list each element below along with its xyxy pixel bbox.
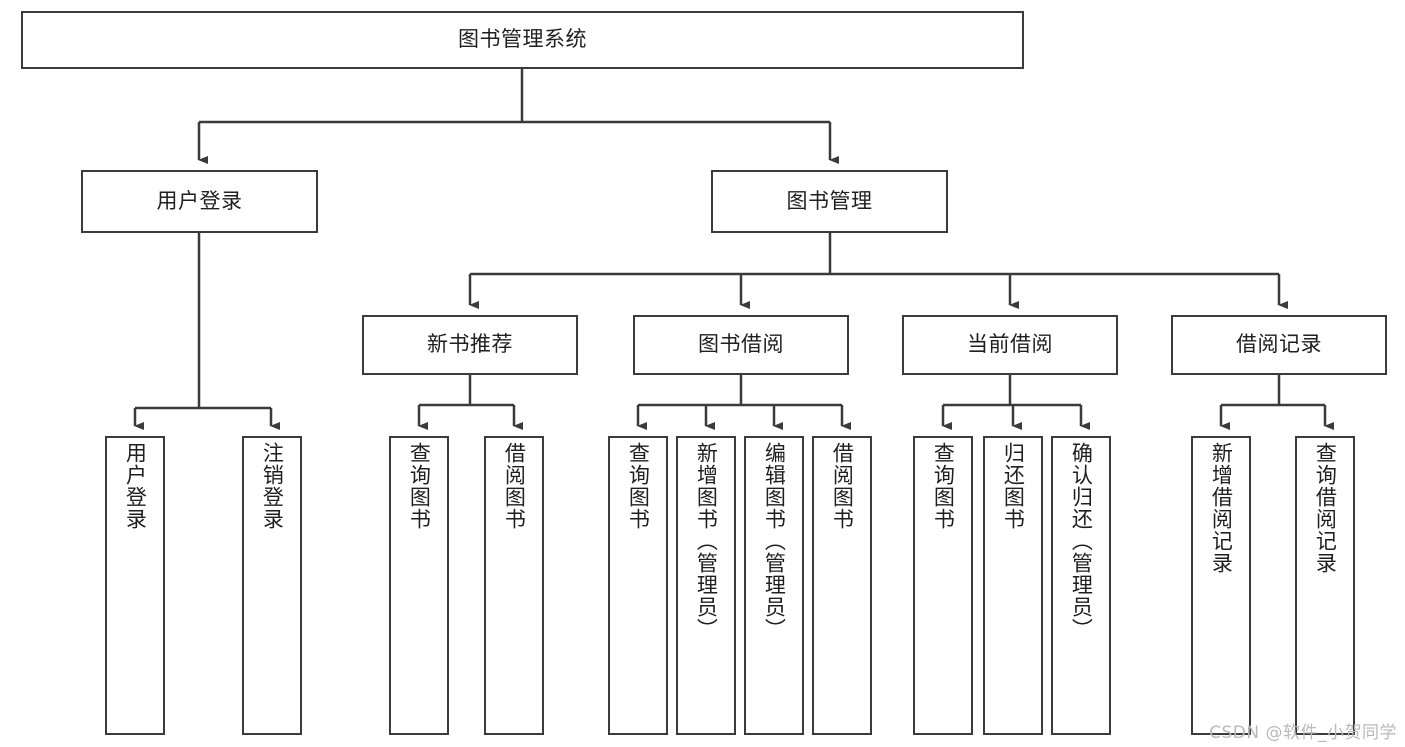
node-label: 确认归还（管理员） bbox=[1069, 442, 1094, 640]
node-label: 查询借阅记录 bbox=[1313, 442, 1338, 574]
node-label: 编辑图书（管理员） bbox=[762, 442, 787, 640]
node-root-system[interactable]: 图书管理系统 bbox=[21, 11, 1024, 69]
node-label: 图书管理 bbox=[786, 188, 873, 213]
node-leaf-return-book[interactable]: 归还图书 bbox=[983, 436, 1043, 735]
node-leaf-query-book-3[interactable]: 查询图书 bbox=[913, 436, 973, 735]
node-leaf-query-borrow-record[interactable]: 查询借阅记录 bbox=[1295, 436, 1355, 735]
node-label: 查询图书 bbox=[931, 442, 956, 530]
node-label: 新增图书（管理员） bbox=[694, 442, 719, 640]
node-borrow-record[interactable]: 借阅记录 bbox=[1171, 315, 1387, 375]
node-label: 图书借阅 bbox=[698, 332, 784, 357]
watermark-text: CSDN @软件_小贺同学 bbox=[1209, 723, 1397, 743]
node-leaf-user-login-do[interactable]: 用户登录 bbox=[105, 436, 165, 735]
node-label: 查询图书 bbox=[407, 442, 432, 530]
node-label: 借阅图书 bbox=[830, 442, 855, 530]
node-leaf-edit-book[interactable]: 编辑图书（管理员） bbox=[744, 436, 804, 735]
node-label: 归还图书 bbox=[1001, 442, 1026, 530]
node-leaf-borrow-book-2[interactable]: 借阅图书 bbox=[812, 436, 872, 735]
node-leaf-user-logout[interactable]: 注销登录 bbox=[242, 436, 302, 735]
node-label: 借阅图书 bbox=[502, 442, 527, 530]
node-label: 用户登录 bbox=[123, 442, 148, 530]
node-label: 当前借阅 bbox=[967, 332, 1053, 357]
node-new-book-recommend[interactable]: 新书推荐 bbox=[362, 315, 578, 375]
node-leaf-add-book[interactable]: 新增图书（管理员） bbox=[676, 436, 736, 735]
node-label: 注销登录 bbox=[260, 442, 285, 530]
node-label: 查询图书 bbox=[626, 442, 651, 530]
node-user-login[interactable]: 用户登录 bbox=[81, 170, 318, 233]
node-leaf-query-book-1[interactable]: 查询图书 bbox=[389, 436, 449, 735]
node-book-borrow[interactable]: 图书借阅 bbox=[633, 315, 849, 375]
node-label: 新增借阅记录 bbox=[1209, 442, 1234, 574]
node-label: 借阅记录 bbox=[1236, 332, 1322, 357]
node-label: 新书推荐 bbox=[427, 332, 513, 357]
node-leaf-confirm-return[interactable]: 确认归还（管理员） bbox=[1051, 436, 1111, 735]
node-label: 图书管理系统 bbox=[458, 27, 587, 52]
node-current-borrow[interactable]: 当前借阅 bbox=[902, 315, 1118, 375]
node-leaf-query-book-2[interactable]: 查询图书 bbox=[608, 436, 668, 735]
node-book-manage[interactable]: 图书管理 bbox=[711, 170, 948, 233]
node-leaf-borrow-book-1[interactable]: 借阅图书 bbox=[484, 436, 544, 735]
node-label: 用户登录 bbox=[156, 188, 243, 213]
node-leaf-add-borrow-record[interactable]: 新增借阅记录 bbox=[1191, 436, 1251, 735]
